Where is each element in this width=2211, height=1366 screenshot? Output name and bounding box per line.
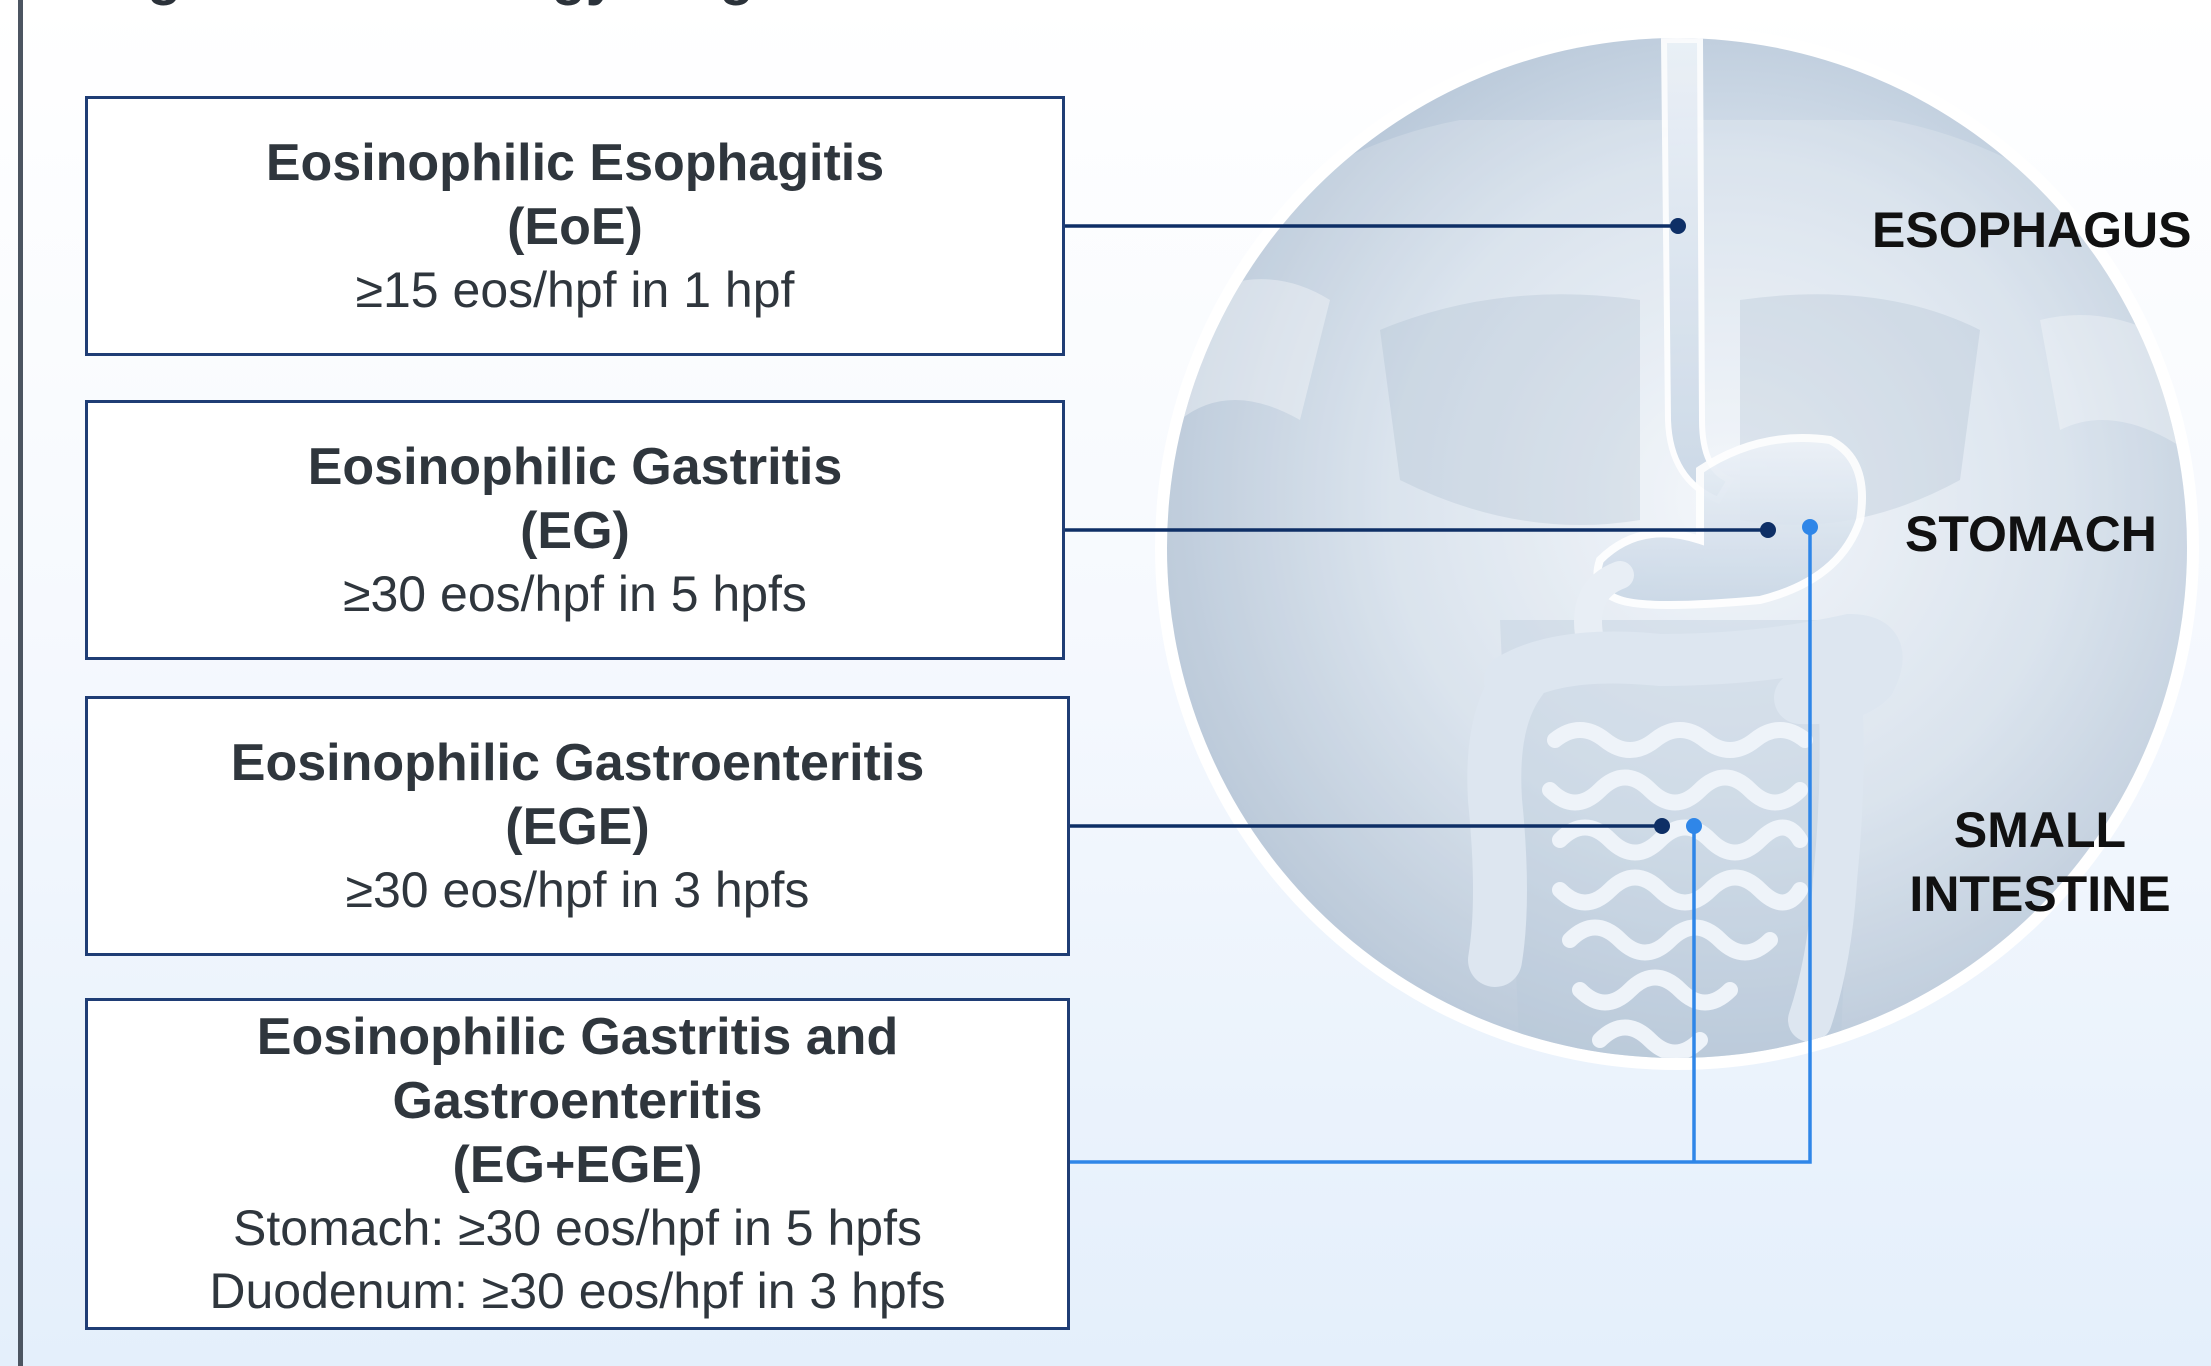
label-small-intestine-line1: SMALL <box>1890 798 2190 862</box>
box-abbreviation: (EoE) <box>507 195 643 259</box>
label-stomach: STOMACH <box>1905 502 2157 566</box>
box-criteria-stomach: Stomach: ≥30 eos/hpf in 5 hpfs <box>233 1197 922 1260</box>
box-title: Eosinophilic Gastritis <box>308 435 843 499</box>
box-criteria-duodenum: Duodenum: ≥30 eos/hpf in 3 hpfs <box>209 1260 945 1323</box>
dot-small-intestine <box>1654 818 1670 834</box>
box-eosinophilic-gastritis: Eosinophilic Gastritis (EG) ≥30 eos/hpf … <box>85 400 1065 660</box>
box-abbreviation: (EG) <box>520 499 630 563</box>
box-eosinophilic-gastritis-and-gastroenteritis: Eosinophilic Gastritis and Gastroenterit… <box>85 998 1070 1330</box>
box-criteria: ≥30 eos/hpf in 5 hpfs <box>343 563 807 626</box>
box-title: Eosinophilic Gastroenteritis <box>231 731 924 795</box>
label-esophagus: ESOPHAGUS <box>1872 198 2192 262</box>
box-eosinophilic-gastroenteritis: Eosinophilic Gastroenteritis (EGE) ≥30 e… <box>85 696 1070 956</box>
box-abbreviation: (EGE) <box>505 795 649 859</box>
box-abbreviation: (EG+EGE) <box>453 1133 703 1197</box>
dot-stomach <box>1760 522 1776 538</box>
box-title-line2: Gastroenteritis <box>393 1069 763 1133</box>
box-criteria: ≥30 eos/hpf in 3 hpfs <box>346 859 810 922</box>
box-title-line1: Eosinophilic Gastritis and <box>257 1005 898 1069</box>
label-small-intestine-line2: INTESTINE <box>1890 862 2190 926</box>
dot-stomach-eg-ege <box>1802 519 1818 535</box>
dot-small-intestine-eg-ege <box>1686 818 1702 834</box>
dot-esophagus <box>1670 218 1686 234</box>
box-title: Eosinophilic Esophagitis <box>266 131 884 195</box>
box-eosinophilic-esophagitis: Eosinophilic Esophagitis (EoE) ≥15 eos/h… <box>85 96 1065 356</box>
box-criteria: ≥15 eos/hpf in 1 hpf <box>356 259 795 322</box>
label-small-intestine: SMALL INTESTINE <box>1890 798 2190 926</box>
